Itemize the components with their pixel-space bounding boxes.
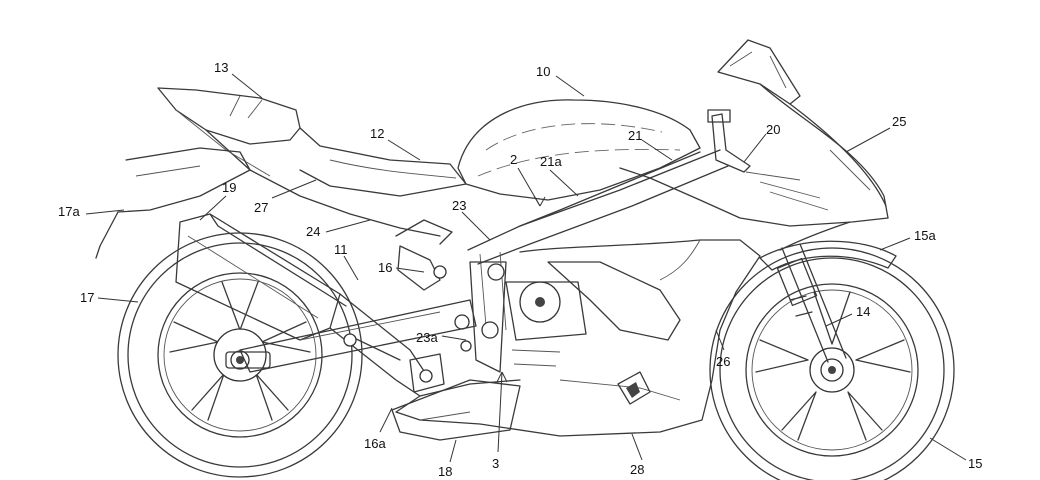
callout-20: 20 bbox=[766, 122, 780, 137]
muffler bbox=[175, 213, 431, 397]
callout-21a: 21a bbox=[540, 154, 562, 169]
front-wheel bbox=[709, 247, 955, 480]
front-cowl bbox=[619, 39, 889, 251]
callout-10: 10 bbox=[536, 64, 550, 79]
callout-17: 17 bbox=[80, 290, 94, 305]
callout-28: 28 bbox=[630, 462, 644, 477]
callout-23: 23 bbox=[452, 198, 466, 213]
leader-lines bbox=[85, 73, 967, 463]
callout-15: 15 bbox=[968, 456, 982, 471]
callout-19: 19 bbox=[222, 180, 236, 195]
belly-pan bbox=[391, 379, 521, 441]
front-fork bbox=[759, 240, 897, 363]
rear-wheel bbox=[117, 232, 363, 478]
seat-and-tail bbox=[95, 87, 467, 259]
callout-23a: 23a bbox=[416, 330, 438, 345]
callout-3: 3 bbox=[492, 456, 499, 471]
callout-12: 12 bbox=[370, 126, 384, 141]
callout-11: 11 bbox=[334, 242, 348, 257]
callout-14: 14 bbox=[856, 304, 870, 319]
callout-17a: 17a bbox=[58, 204, 80, 219]
callout-27: 27 bbox=[254, 200, 268, 215]
callout-24: 24 bbox=[306, 224, 320, 239]
swingarm bbox=[239, 219, 477, 393]
callout-16a: 16a bbox=[364, 436, 386, 451]
fuel-tank bbox=[457, 99, 701, 201]
callout-25: 25 bbox=[892, 114, 906, 129]
callout-15a: 15a bbox=[914, 228, 936, 243]
callout-18: 18 bbox=[438, 464, 452, 479]
callout-16: 16 bbox=[378, 260, 392, 275]
callout-13: 13 bbox=[214, 60, 228, 75]
side-fairing bbox=[395, 239, 761, 437]
callout-21: 21 bbox=[628, 128, 642, 143]
frame bbox=[454, 149, 729, 373]
callout-labels: 13 10 12 21 20 25 2 21a 19 27 17a 23 24 … bbox=[58, 60, 982, 479]
callout-2: 2 bbox=[510, 152, 517, 167]
callout-26: 26 bbox=[716, 354, 730, 369]
